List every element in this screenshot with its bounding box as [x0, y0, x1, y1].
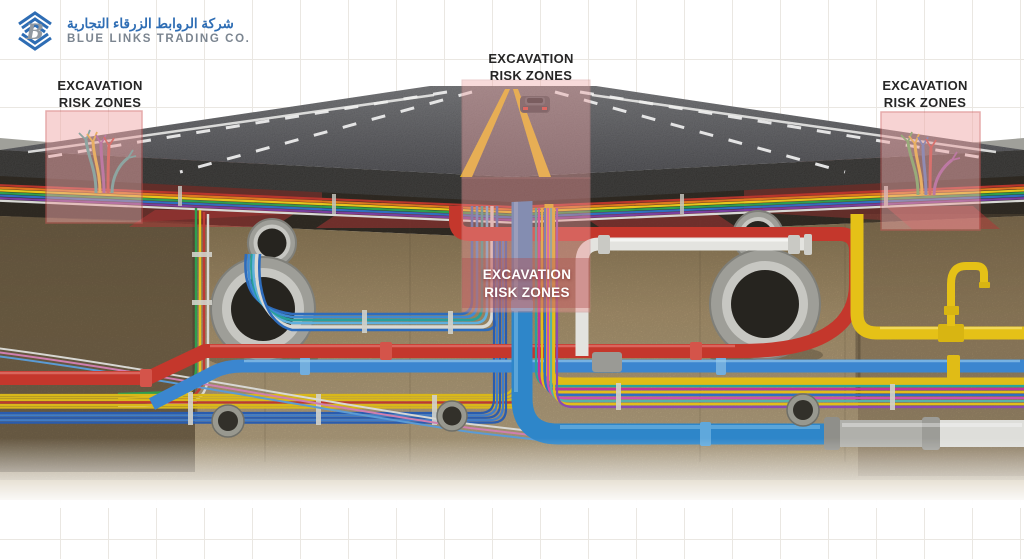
emblem-letter-b: B — [25, 19, 44, 44]
fiber-cable-bundles — [0, 206, 541, 441]
road-with-traffic — [0, 86, 1024, 202]
blue-links-emblem-icon: B — [18, 11, 52, 51]
white-pvc-conduit — [575, 234, 812, 372]
left-culvert-large — [208, 256, 318, 368]
risk-zone-label-left: EXCAVATION RISK ZONES — [57, 78, 142, 112]
risk-zone-label-line1: EXCAVATION — [482, 267, 572, 282]
risk-zone-label-strip — [462, 258, 590, 308]
risk-zone-box-right — [880, 111, 981, 231]
risk-zone-label-center-underground: EXCAVATION RISK ZONES — [483, 266, 572, 301]
risk-zone-label-right: EXCAVATION RISK ZONES — [882, 78, 967, 112]
risk-zone-label-line2: RISK ZONES — [484, 284, 570, 300]
gray-conduit-stubs — [211, 393, 820, 438]
logo-english-name: BLUE LINKS TRADING CO. — [67, 32, 251, 45]
car — [520, 96, 550, 113]
risk-zone-label-line2: RISK ZONES — [883, 94, 967, 110]
risk-zone-label-line1: EXCAVATION — [882, 78, 968, 93]
risk-zone-label-line1: EXCAVATION — [57, 78, 143, 93]
risk-zone-band-center — [461, 177, 591, 313]
logo-arabic-name: شركة الروابط الزرقاء التجارية — [67, 16, 234, 32]
soil-bottom-fade — [0, 438, 1024, 508]
major-pipes — [0, 178, 1024, 450]
blue-water-pipe — [149, 359, 1024, 410]
risk-zone-label-line1: EXCAVATION — [488, 51, 574, 66]
gas-riser-gooseneck — [947, 262, 988, 326]
risk-zone-box-center-top — [461, 79, 591, 179]
risk-zone-label-line2: RISK ZONES — [489, 67, 573, 83]
right-culvert-large — [707, 248, 823, 365]
blue-trunk-pipe — [511, 178, 826, 445]
diagonal-cable-trio — [0, 347, 541, 441]
yellow-gas-pipe — [850, 214, 1024, 379]
risk-zone-box-left — [45, 110, 143, 224]
brand-logo: B شركة الروابط الزرقاء التجارية BLUE LIN… — [12, 9, 250, 53]
blue-duct-bank — [0, 238, 508, 425]
right-thin-bundle — [534, 208, 1024, 410]
risk-zone-label-top-center: EXCAVATION RISK ZONES — [488, 51, 573, 85]
risk-zone-label-line2: RISK ZONES — [58, 94, 142, 110]
excavation-risk-zone-overlays — [45, 79, 981, 313]
